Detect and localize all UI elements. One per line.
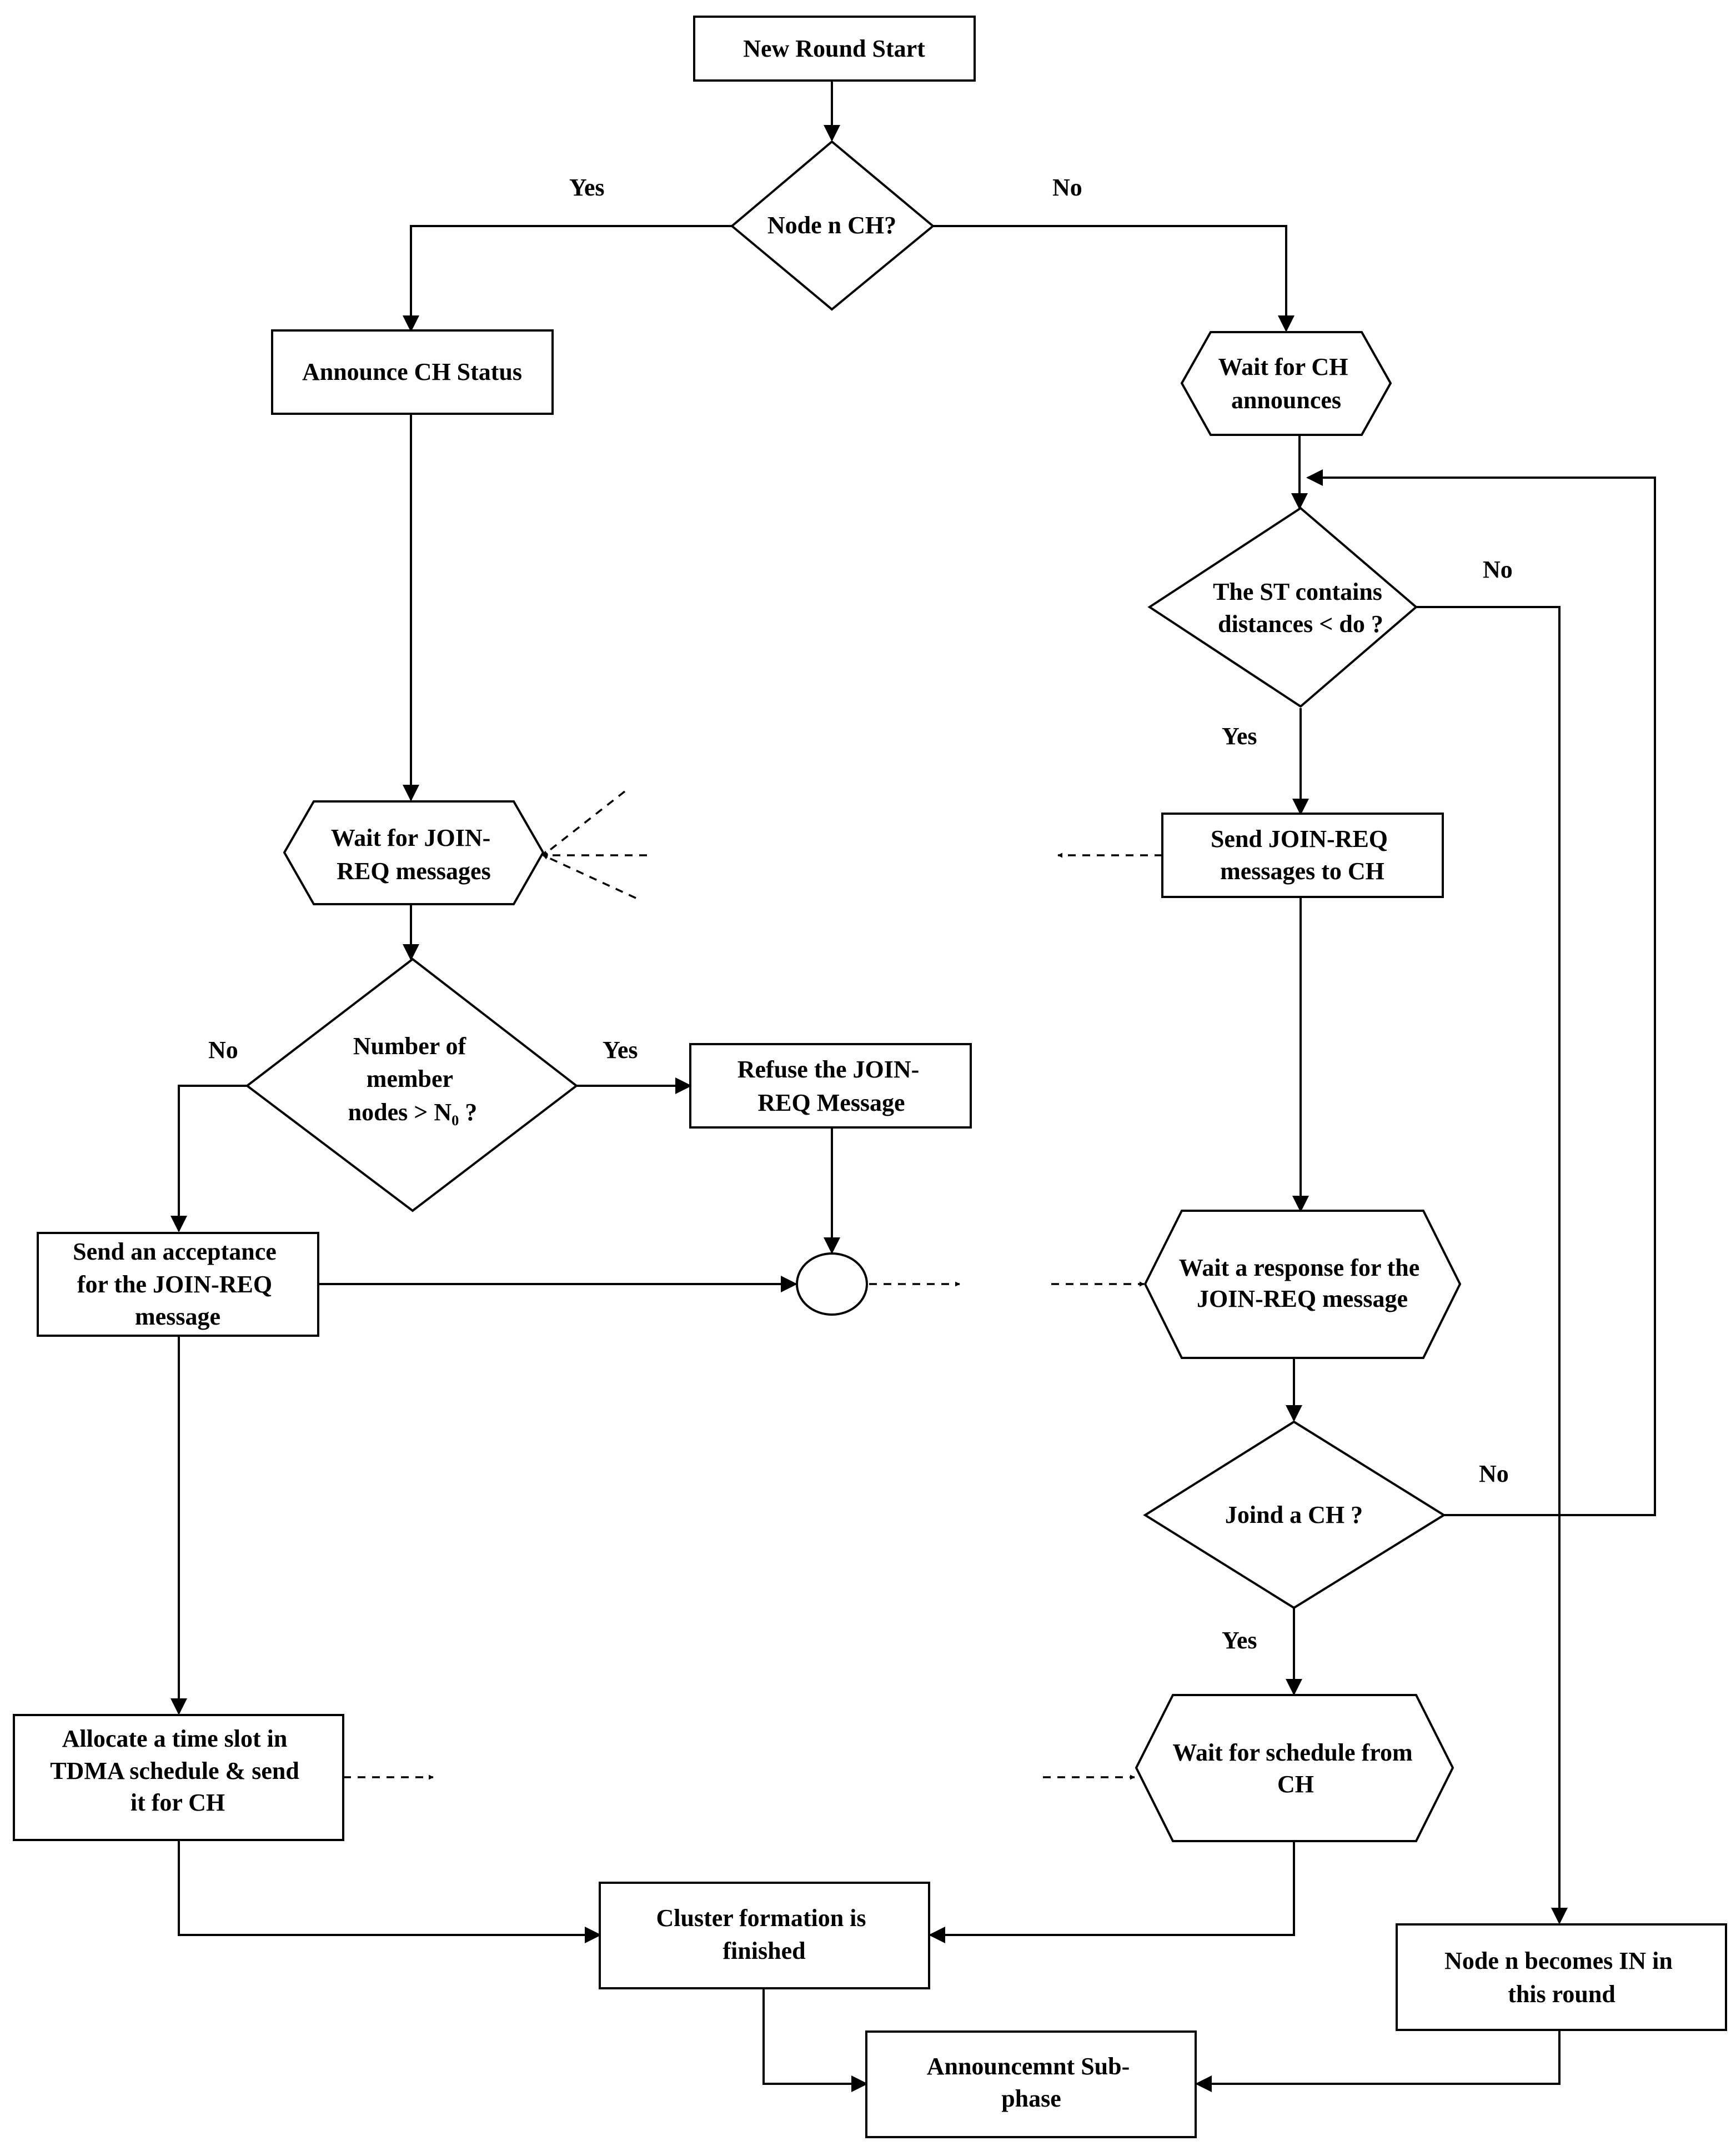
node-becomes-in-box [1396,1923,1727,2031]
label-cluster-finished-line-1: Cluster formation is [656,1904,866,1932]
label-announcement-subphase-line-1: Announcemnt Sub- [927,2053,1130,2080]
label-st-contains-line-2: distances < do ? [1218,610,1383,638]
label-allocate-slot-line-1: Allocate a time slot in [62,1725,288,1752]
node-announce-ch-box [271,329,554,415]
label-wait-join-req-line-1: Wait for JOIN- [331,824,491,851]
node-merge-connector [796,1252,868,1316]
node-joined-ch-diamond [1143,1420,1446,1610]
node-wait-schedule-hexagon [1135,1694,1454,1842]
label-cluster-finished: Cluster formation is finished [656,1904,872,1964]
edge-st-no [1416,606,1568,1924]
message-arrows [343,790,1162,1780]
label-send-acceptance: Send an acceptance for the JOIN-REQ mess… [73,1238,283,1330]
edge-label-is-ch-no: No [1052,174,1082,201]
label-announcement-subphase-line-2: phase [1001,2085,1061,2112]
label-announcement-subphase: Announcemnt Sub- phase [927,2053,1136,2112]
edge-member-count-no [170,1085,247,1232]
label-send-acceptance-line-2: for the JOIN-REQ [77,1271,272,1298]
label-member-count-line-1: Number of [353,1032,467,1060]
label-becomes-in: Node n becomes IN in this round [1444,1947,1679,2008]
label-wait-schedule-line-1: Wait for schedule from [1172,1739,1412,1766]
label-refuse-join-req-line-1: Refuse the JOIN- [737,1056,920,1083]
label-announce-ch-line-1: Announce CH Status [302,358,522,385]
label-send-join-req: Send JOIN-REQ messages to CH [1211,825,1394,885]
edge-becomes-in-to-announcement [1195,2031,1561,2092]
node-send-join-req-box [1161,813,1444,898]
label-wait-ch-announce: Wait for CH announces [1218,353,1354,414]
label-st-contains-line-1: The ST contains [1213,578,1382,605]
label-becomes-in-line-1: Node n becomes IN in [1444,1947,1673,1974]
edge-labels: Yes No No Yes No Yes No Yes [208,174,1513,1654]
label-send-acceptance-line-1: Send an acceptance [73,1238,277,1265]
edge-label-st-yes: Yes [1222,723,1257,750]
label-wait-join-req-line-2: REQ messages [337,858,490,885]
edge-label-member-count-no: No [208,1036,238,1064]
edge-label-member-count-yes: Yes [603,1036,638,1064]
node-allocate-slot-box [13,1714,344,1841]
edges [170,81,1656,2092]
label-wait-ch-announce-line-2: announces [1231,387,1341,414]
label-member-count-line-2: member [367,1065,453,1092]
node-is-ch-diamond [730,140,935,311]
node-send-acceptance-box [37,1232,319,1337]
nodes [13,16,1727,2138]
edge-label-joined-yes: Yes [1222,1627,1257,1654]
edge-allocate-to-cluster [178,1840,601,1943]
label-allocate-slot-line-3: it for CH [131,1789,225,1816]
edge-is-ch-no [933,225,1295,332]
dashed-arrow-into-wait-join-req-1 [542,790,626,856]
label-wait-response: Wait a response for the JOIN-REQ message [1179,1254,1426,1312]
node-start-box [693,16,976,82]
label-is-ch: Node n CH? [767,212,896,239]
node-announcement-subphase-box [865,2030,1197,2138]
label-joined-ch: Joind a CH ? [1225,1501,1363,1528]
label-wait-join-req: Wait for JOIN- REQ messages [331,824,497,885]
edge-joined-no [1306,469,1656,1516]
label-refuse-join-req-line-2: REQ Message [757,1089,905,1116]
node-wait-ch-announce-hexagon [1180,331,1392,436]
node-refuse-join-req-box [689,1043,972,1129]
label-send-acceptance-line-3: message [135,1303,220,1330]
label-member-count: Number of member nodes > N₀ ? [348,1032,478,1126]
label-allocate-slot: Allocate a time slot in TDMA schedule & … [50,1725,305,1816]
label-announce-ch: Announce CH Status [302,358,522,385]
node-cluster-finished-box [599,1882,930,1989]
node-wait-join-req-hexagon [283,800,545,905]
label-wait-schedule: Wait for schedule from CH [1172,1739,1418,1798]
label-allocate-slot-line-2: TDMA schedule & send [50,1757,299,1784]
label-st-contains: The ST contains distances < do ? [1213,578,1388,638]
edge-wait-schedule-to-cluster [929,1841,1295,1943]
edge-label-is-ch-yes: Yes [569,174,605,201]
label-member-count-line-3: nodes > N₀ ? [348,1099,478,1126]
label-is-ch-line-1: Node n CH? [767,212,896,239]
dashed-arrow-into-wait-join-req-3 [543,854,636,899]
node-member-count-diamond [245,957,579,1212]
label-wait-schedule-line-2: CH [1277,1771,1314,1798]
edge-label-joined-no: No [1479,1460,1509,1487]
label-send-join-req-line-2: messages to CH [1220,858,1384,885]
edge-cluster-to-announcement [762,1989,868,2092]
label-wait-response-line-2: JOIN-REQ message [1197,1285,1408,1312]
label-send-join-req-line-1: Send JOIN-REQ [1211,825,1388,853]
label-joined-ch-line-1: Joind a CH ? [1225,1501,1363,1528]
edge-label-st-no: No [1483,556,1513,583]
label-refuse-join-req: Refuse the JOIN- REQ Message [737,1056,926,1116]
node-wait-response-hexagon [1143,1210,1462,1359]
label-wait-ch-announce-line-1: Wait for CH [1218,353,1348,380]
label-start-line-1: New Round Start [743,35,925,62]
label-start: New Round Start [743,35,925,62]
edge-is-ch-yes [403,225,732,332]
node-st-contains-diamond [1147,507,1418,708]
label-wait-response-line-1: Wait a response for the [1179,1254,1419,1281]
label-becomes-in-line-2: this round [1508,1980,1615,2008]
label-cluster-finished-line-2: finished [723,1937,805,1964]
node-labels: New Round Start Node n CH? Announce CH S… [50,35,1679,2112]
